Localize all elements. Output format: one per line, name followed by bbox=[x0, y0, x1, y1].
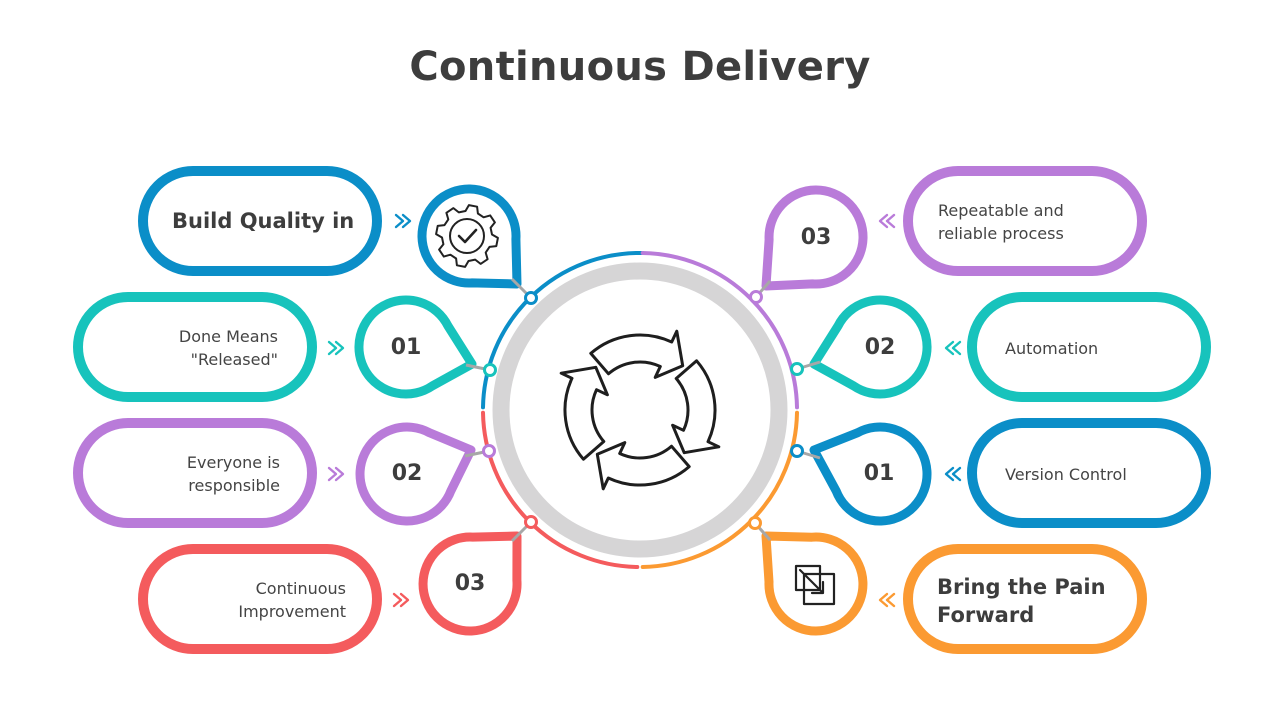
connector-right-01-dot bbox=[790, 444, 804, 458]
arrow-in-box-icon bbox=[794, 564, 836, 606]
connector-left-03-dot bbox=[524, 515, 538, 529]
chevron-stroke bbox=[878, 213, 889, 229]
label-repeatable-process: Repeatable and reliable process bbox=[938, 201, 1064, 243]
chevrons-version-control bbox=[944, 466, 962, 482]
pill-automation bbox=[967, 292, 1211, 402]
label-automation: Automation bbox=[1005, 338, 1099, 358]
label-everyone-responsible: Everyone is responsible bbox=[186, 453, 280, 495]
label-version-control: Version Control bbox=[1005, 464, 1127, 484]
hub-background bbox=[501, 271, 779, 549]
chevron-stroke bbox=[327, 340, 338, 356]
chevron-stroke bbox=[944, 466, 955, 482]
connector-left-01-dot bbox=[483, 363, 497, 377]
box-front bbox=[802, 572, 836, 606]
chevrons-automation bbox=[944, 340, 962, 356]
cycle-arrow-segment-3 bbox=[595, 441, 691, 491]
chevrons-bring-pain bbox=[878, 592, 896, 608]
cycle-arrow-segment-4 bbox=[559, 365, 609, 461]
chevron-stroke bbox=[951, 340, 962, 356]
badge-shape-left-02 bbox=[355, 422, 476, 526]
chevrons-done-means bbox=[327, 340, 345, 356]
pill-continuous-improvement bbox=[138, 544, 382, 654]
chevrons-continuous bbox=[392, 592, 410, 608]
label-build-quality: Build Quality in bbox=[172, 209, 355, 233]
check-mark bbox=[457, 228, 478, 244]
chevron-stroke bbox=[399, 592, 410, 608]
box-back bbox=[794, 564, 822, 592]
chevron-stroke bbox=[334, 466, 345, 482]
connector-right-03-dot bbox=[749, 290, 763, 304]
pill-build-quality bbox=[138, 166, 382, 276]
connector-left-02-dot bbox=[482, 444, 496, 458]
chevron-stroke bbox=[885, 592, 896, 608]
badge-right-03: 03 bbox=[800, 224, 832, 250]
connector-bring-pain-dot bbox=[748, 516, 762, 530]
page-title: Continuous Delivery bbox=[409, 44, 871, 90]
chevron-stroke bbox=[944, 340, 955, 356]
gear-outline bbox=[435, 204, 499, 268]
badge-right-02: 02 bbox=[864, 334, 896, 360]
cycle-arrow-segment-1 bbox=[589, 329, 685, 379]
chevron-stroke bbox=[392, 592, 403, 608]
arrow-head bbox=[810, 580, 825, 595]
arrow-shaft bbox=[798, 568, 824, 594]
cycle-arrow-segment-2 bbox=[671, 359, 721, 455]
badge-shape-right-01 bbox=[809, 422, 932, 526]
badge-shape-left-01 bbox=[354, 295, 477, 399]
pill-everyone-responsible bbox=[73, 418, 317, 528]
chevron-stroke bbox=[878, 592, 889, 608]
pill-version-control bbox=[967, 418, 1211, 528]
chevron-stroke bbox=[334, 340, 345, 356]
chevrons-repeatable bbox=[878, 213, 896, 229]
chevrons-everyone bbox=[327, 466, 345, 482]
gear-check-icon bbox=[435, 204, 499, 268]
chevron-stroke bbox=[885, 213, 896, 229]
gear-inner-ring bbox=[449, 218, 485, 254]
chevrons-build-quality bbox=[394, 213, 412, 229]
badge-shape-left-03 bbox=[418, 531, 522, 636]
badge-right-01: 01 bbox=[863, 460, 895, 486]
pill-repeatable-process bbox=[903, 166, 1147, 276]
chevron-stroke bbox=[951, 466, 962, 482]
label-bring-pain-forward: Bring the Pain Forward bbox=[937, 575, 1106, 627]
chevron-stroke bbox=[327, 466, 338, 482]
refresh-cycle-icon bbox=[559, 329, 721, 491]
connector-build-quality-dot bbox=[524, 291, 538, 305]
hub-ring bbox=[492, 262, 788, 558]
badge-left-02: 02 bbox=[391, 460, 423, 486]
pill-bring-pain-forward bbox=[903, 544, 1147, 654]
badge-left-03: 03 bbox=[454, 570, 486, 596]
badge-shape-right-03 bbox=[761, 185, 868, 291]
label-done-means-released: Done Means "Released" bbox=[178, 327, 278, 369]
connector-right-02-dot bbox=[790, 362, 804, 376]
chevron-stroke bbox=[394, 213, 405, 229]
badge-left-01: 01 bbox=[390, 334, 422, 360]
label-continuous-improvement: Continuous Improvement bbox=[238, 579, 346, 621]
pill-done-means-released bbox=[73, 292, 317, 402]
chevron-stroke bbox=[401, 213, 412, 229]
badge-shape-right-02 bbox=[809, 295, 932, 399]
